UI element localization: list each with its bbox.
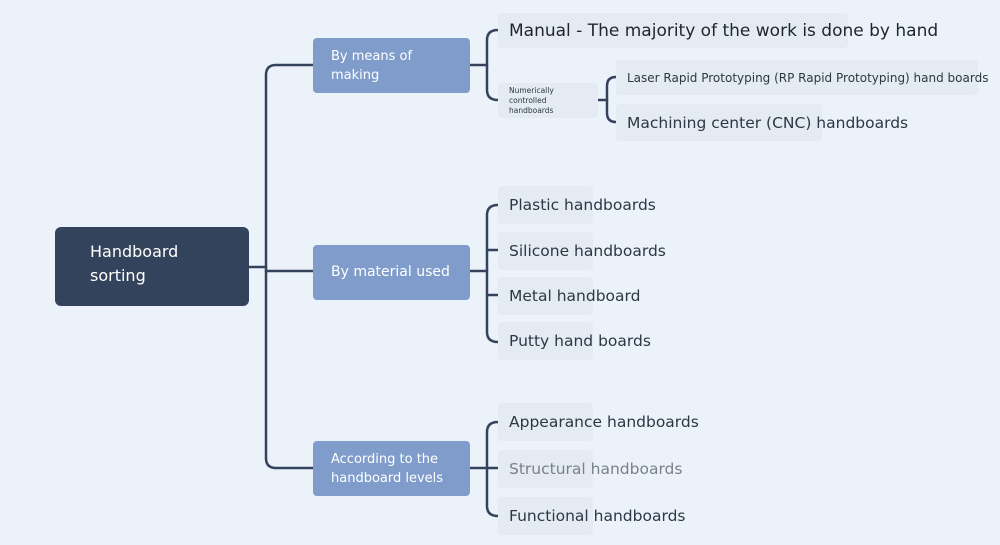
leaf-plastic[interactable]: Plastic handboards [498, 186, 656, 224]
leaf-numeric-label: Numerically controlled handboards [509, 85, 554, 115]
leaf-appearance-label: Appearance handboards [509, 413, 699, 431]
root-node[interactable]: Handboard sorting [55, 227, 249, 306]
leaf-laser-rp-label: Laser Rapid Prototyping (RP Rapid Protot… [627, 70, 989, 85]
leaf-structural-label: Structural handboards [509, 460, 683, 478]
branch-levels-node[interactable]: According to the handboard levels [313, 441, 470, 496]
leaf-appearance[interactable]: Appearance handboards [498, 403, 699, 441]
connector-numeric-trunk [605, 75, 618, 124]
branch-making-label: By means of making [331, 48, 413, 83]
leaf-cnc-label: Machining center (CNC) handboards [627, 113, 909, 132]
leaf-functional-label: Functional handboards [509, 507, 686, 525]
leaf-silicone-label: Silicone handboards [509, 242, 666, 260]
connector-root-trunk [264, 63, 315, 470]
branch-material-node[interactable]: By material used [313, 245, 470, 300]
leaf-plastic-label: Plastic handboards [509, 196, 656, 214]
leaf-structural[interactable]: Structural handboards [498, 450, 682, 488]
leaf-silicone[interactable]: Silicone handboards [498, 232, 666, 270]
leaf-laser-rp[interactable]: Laser Rapid Prototyping (RP Rapid Protot… [616, 60, 988, 95]
connector-branch-1-trunk [485, 28, 500, 102]
branch-levels-label: According to the handboard levels [331, 451, 444, 486]
leaf-manual-label: Manual - The majority of the work is don… [509, 20, 939, 41]
leaf-metal-label: Metal handboard [509, 287, 641, 305]
connector-branch-2-trunk [485, 203, 500, 344]
leaf-manual[interactable]: Manual - The majority of the work is don… [498, 13, 938, 48]
leaf-numeric[interactable]: Numerically controlled handboards [498, 83, 598, 118]
leaf-metal[interactable]: Metal handboard [498, 277, 640, 315]
leaf-cnc[interactable]: Machining center (CNC) handboards [616, 104, 908, 141]
branch-making-node[interactable]: By means of making [313, 38, 470, 93]
leaf-putty[interactable]: Putty hand boards [498, 322, 651, 360]
leaf-putty-label: Putty hand boards [509, 332, 651, 350]
branch-material-label: By material used [331, 264, 450, 280]
root-label: Handboard sorting [90, 242, 179, 285]
leaf-functional[interactable]: Functional handboards [498, 497, 685, 535]
